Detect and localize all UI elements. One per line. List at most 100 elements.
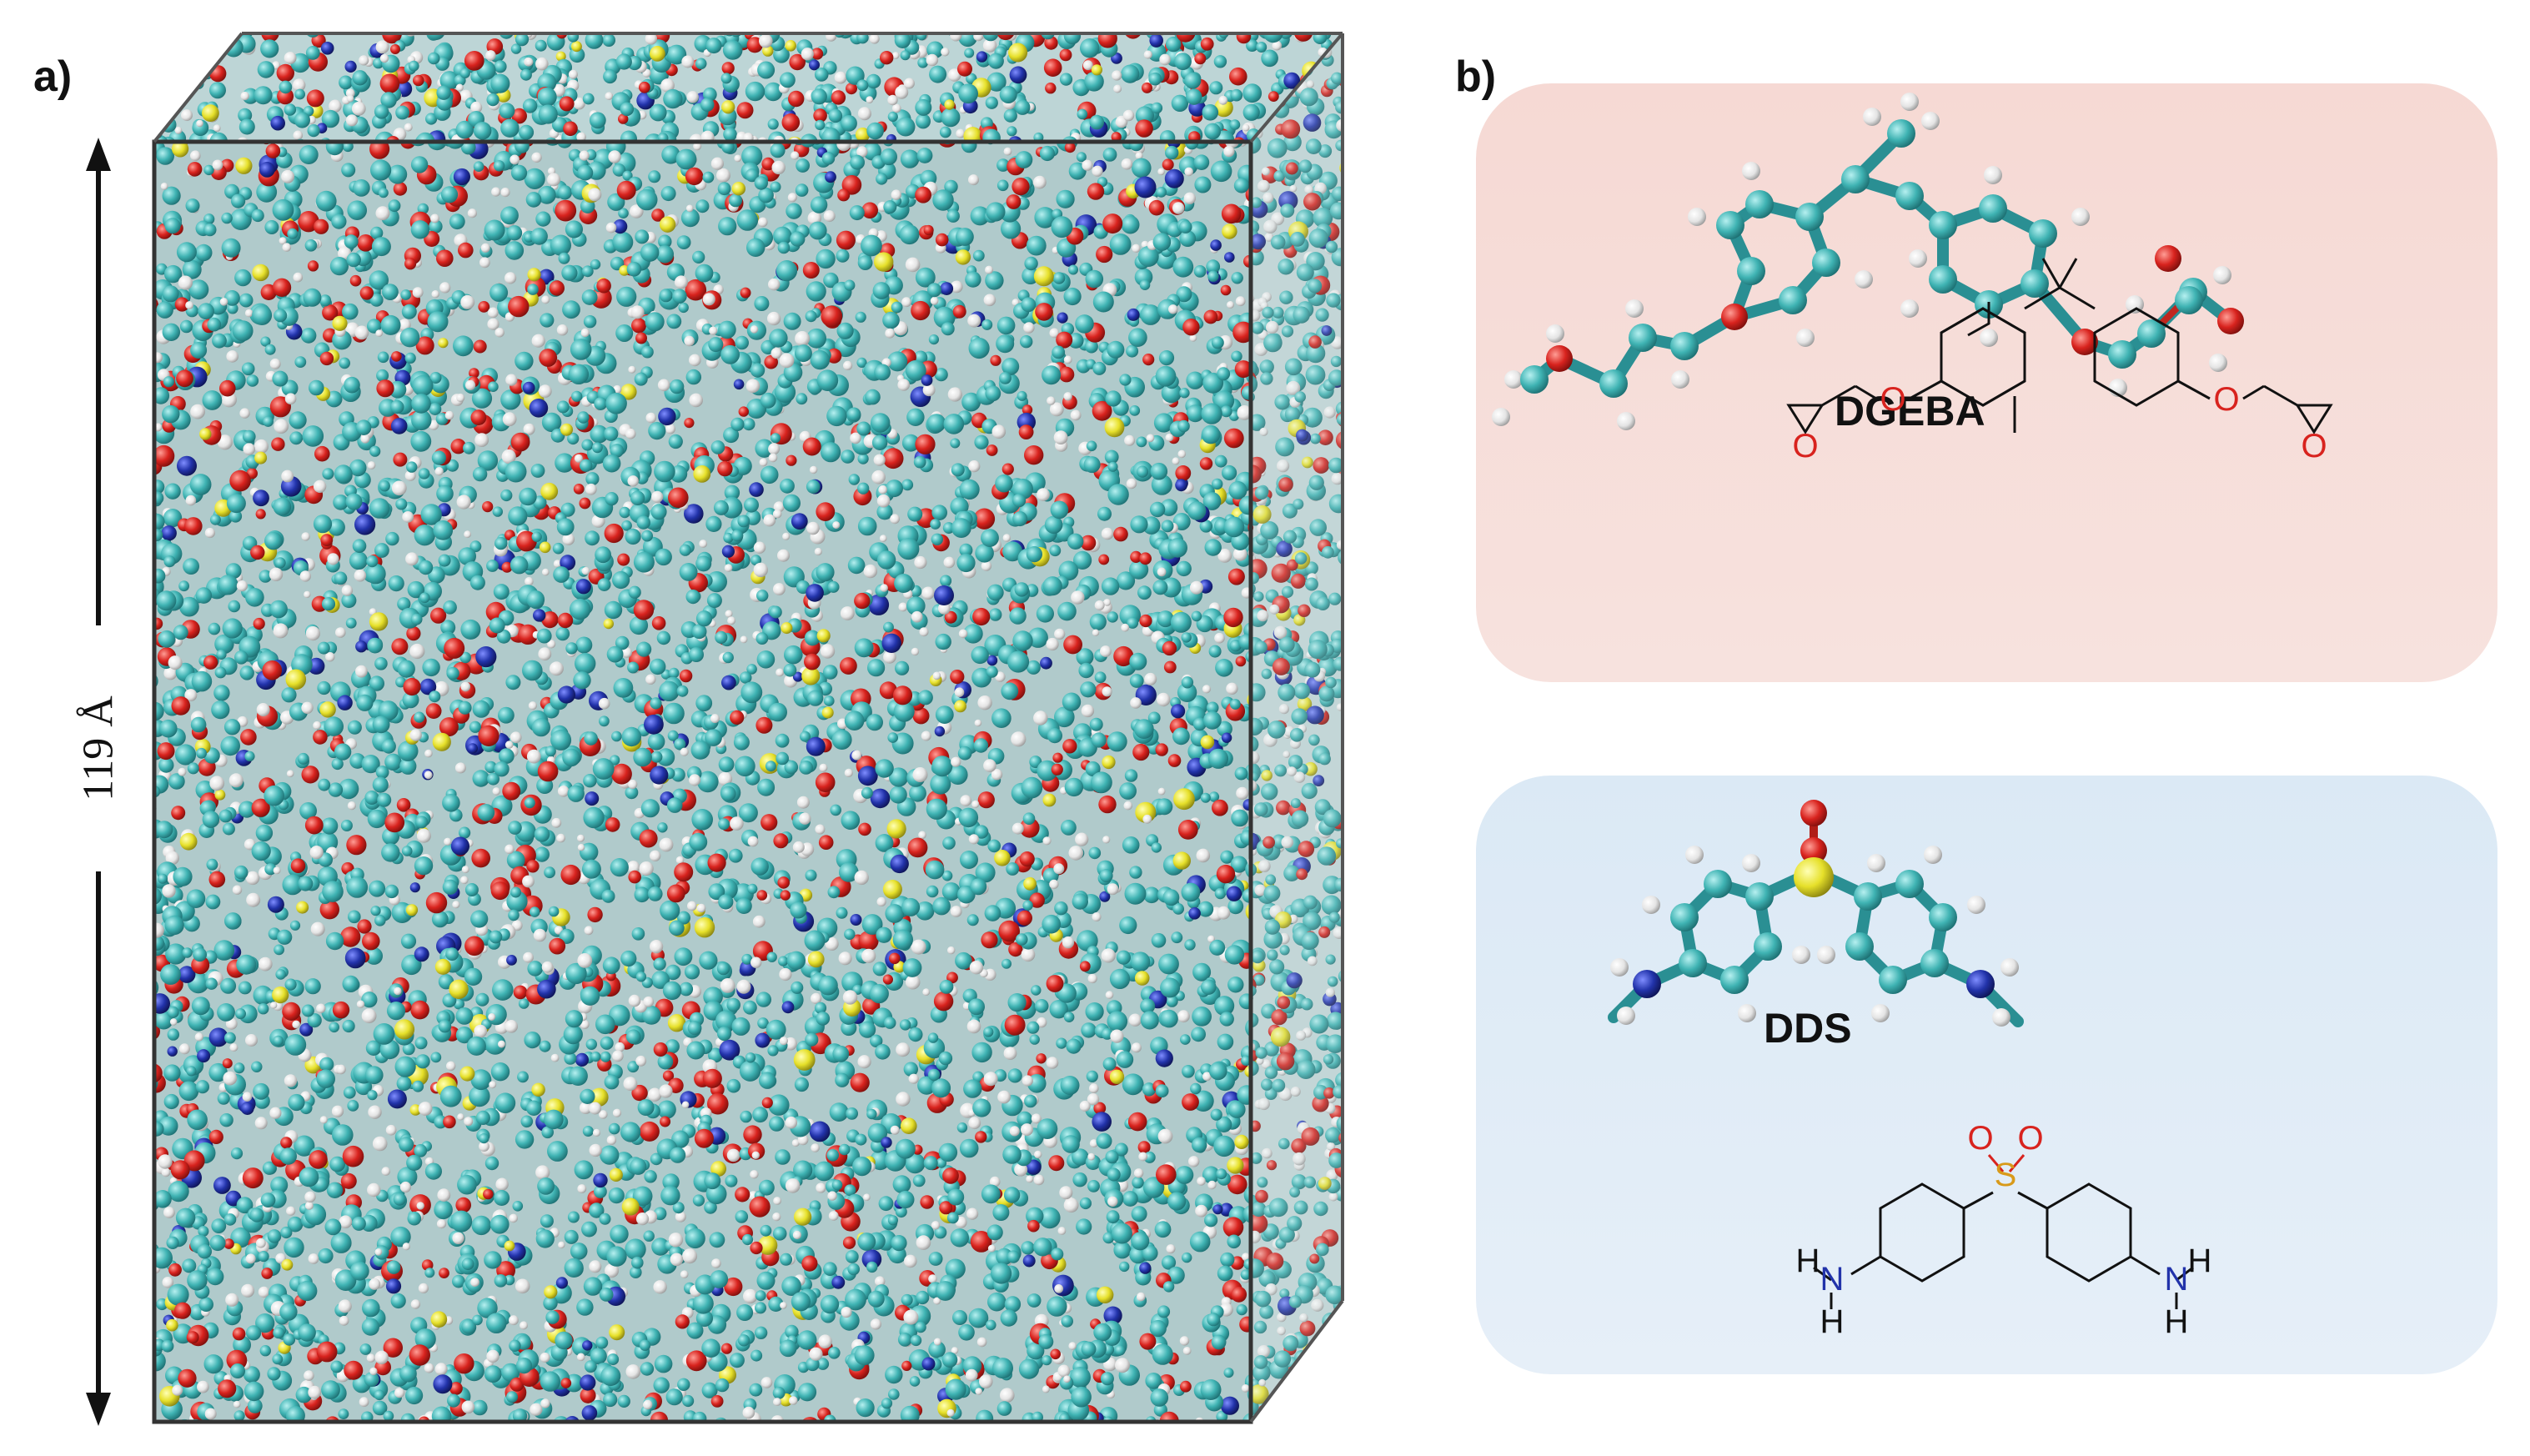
- atom: [1155, 743, 1168, 756]
- atom: [1071, 1386, 1092, 1408]
- atom: [896, 1190, 915, 1209]
- atom: [735, 1187, 750, 1202]
- atom: [390, 399, 404, 414]
- atom: [560, 423, 573, 436]
- atom: [947, 946, 956, 955]
- atom: [686, 1041, 705, 1060]
- atom: [142, 972, 153, 983]
- atom: [1076, 152, 1087, 163]
- atom: [140, 1046, 152, 1057]
- atom: [1132, 244, 1141, 253]
- atom: [165, 943, 187, 965]
- atom: [542, 568, 550, 576]
- atom: [402, 1243, 410, 1251]
- atom: [916, 1235, 931, 1250]
- atom: [533, 609, 546, 622]
- atom: [765, 761, 776, 772]
- atom: [219, 1113, 233, 1127]
- atom: [782, 494, 801, 512]
- atom: [506, 1391, 518, 1403]
- atom: [1172, 256, 1194, 278]
- atom: [498, 706, 515, 724]
- atom: [611, 763, 632, 785]
- atom: [305, 626, 320, 641]
- atom: [168, 1181, 189, 1202]
- atom: [524, 797, 535, 809]
- atom: [687, 1021, 702, 1036]
- atom: [406, 626, 421, 641]
- atom: [628, 870, 641, 884]
- atom: [1034, 999, 1049, 1013]
- atom: [1101, 577, 1120, 595]
- atom: [939, 1201, 953, 1215]
- atom: [427, 142, 448, 151]
- atom: [1017, 390, 1027, 401]
- atom: [346, 252, 361, 268]
- atom: [680, 747, 689, 756]
- atom: [985, 271, 1004, 290]
- atom: [689, 393, 703, 408]
- atom: [959, 479, 980, 500]
- atom: [551, 817, 562, 828]
- atom: [1140, 998, 1156, 1014]
- atom: [724, 1277, 743, 1297]
- atom: [1239, 1316, 1251, 1333]
- atom: [590, 424, 609, 444]
- atom: [934, 1226, 947, 1239]
- atom: [857, 766, 878, 786]
- atom: [804, 630, 821, 646]
- atom: [349, 459, 367, 477]
- atom: [1002, 541, 1023, 562]
- atom: [628, 365, 636, 374]
- atom: [1079, 1197, 1092, 1210]
- atom: [223, 1071, 238, 1086]
- atom: [469, 575, 485, 590]
- atom: [1155, 365, 1177, 387]
- atom: [917, 690, 933, 705]
- atom: [1012, 494, 1027, 508]
- atom: [799, 761, 813, 775]
- atom: [685, 1228, 705, 1249]
- atom: [1023, 876, 1037, 891]
- atom: [901, 434, 920, 452]
- atom: [635, 1055, 647, 1067]
- atom: [1242, 1412, 1251, 1422]
- atom: [1134, 1423, 1142, 1431]
- atom: [818, 975, 838, 996]
- atom: [729, 193, 743, 208]
- atom: [226, 350, 239, 363]
- atom: [901, 1360, 912, 1371]
- atom: [1087, 1152, 1096, 1161]
- atom: [887, 1215, 898, 1226]
- atom: [622, 170, 633, 181]
- atom: [267, 1229, 282, 1243]
- atom: [455, 1197, 471, 1213]
- atom: [915, 186, 931, 203]
- atom: [316, 1069, 336, 1088]
- atom: [1227, 1234, 1241, 1249]
- atom: [1089, 717, 1103, 731]
- atom: [543, 1296, 558, 1311]
- atom: [1046, 1057, 1059, 1069]
- atom: [912, 1174, 926, 1187]
- atom: [1124, 769, 1138, 782]
- atom: [301, 701, 314, 714]
- atom: [779, 1037, 789, 1046]
- atom: [974, 825, 989, 839]
- atom: [459, 1066, 475, 1082]
- atom: [1139, 552, 1152, 565]
- atom: [349, 551, 368, 570]
- atom: [490, 1062, 510, 1082]
- atom: [1216, 864, 1236, 884]
- atom: [1176, 286, 1192, 303]
- atom: [1217, 906, 1231, 920]
- atom: [905, 974, 921, 990]
- atom: [1087, 183, 1105, 200]
- atom: [1050, 500, 1069, 520]
- atom: [901, 897, 921, 916]
- atom: [344, 947, 366, 969]
- atom: [510, 731, 522, 744]
- atom: [1217, 549, 1232, 563]
- atom: [1161, 577, 1182, 598]
- atom: [773, 1197, 781, 1205]
